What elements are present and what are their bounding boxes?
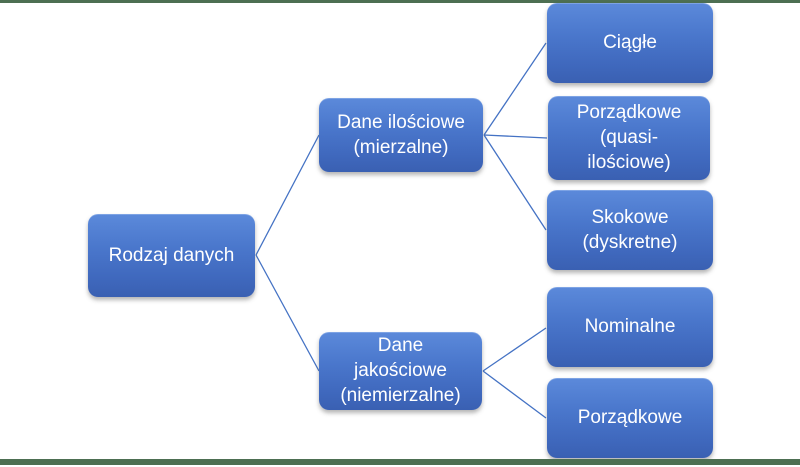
node-skokowe-dyskretne: Skokowe (dyskretne) (547, 190, 713, 270)
node-rodzaj-danych: Rodzaj danych (88, 214, 255, 297)
connector-quant-continuous (483, 42, 547, 136)
node-ciagle: Ciągłe (547, 3, 713, 83)
node-dane-ilosciowe: Dane ilościowe (mierzalne) (319, 98, 483, 172)
connector-qual-ordinal (482, 370, 547, 419)
connector-root-quantitative (255, 134, 320, 256)
connector-root-qualitative (255, 254, 320, 372)
node-porzadkowe-quasi-ilosciowe: Porządkowe (quasi- ilościowe) (548, 96, 710, 180)
node-rodzaj-danych-label: Rodzaj danych (108, 244, 235, 266)
node-ciagle-label: Ciągłe (603, 32, 657, 54)
node-dane-jakosciowe: Dane jakościowe (niemierzalne) (319, 332, 482, 410)
node-skokowe-dyskretne-label: Skokowe (dyskretne) (582, 206, 678, 253)
bottom-border-line (0, 459, 800, 465)
node-nominalne-label: Nominalne (584, 316, 676, 338)
top-border-line (0, 0, 800, 3)
node-dane-jakosciowe-label: Dane jakościowe (niemierzalne) (340, 335, 461, 406)
node-porzadkowe-quasi-ilosciowe-label: Porządkowe (quasi- ilościowe) (576, 102, 682, 173)
connector-qual-nominal (482, 327, 547, 372)
node-dane-ilosciowe-label: Dane ilościowe (mierzalne) (337, 111, 465, 158)
node-porzadkowe: Porządkowe (547, 378, 713, 458)
connector-quant-ordinalquasi (483, 134, 548, 139)
node-porzadkowe-label: Porządkowe (577, 407, 683, 429)
node-nominalne: Nominalne (547, 287, 713, 367)
connector-quant-discrete (483, 134, 547, 231)
